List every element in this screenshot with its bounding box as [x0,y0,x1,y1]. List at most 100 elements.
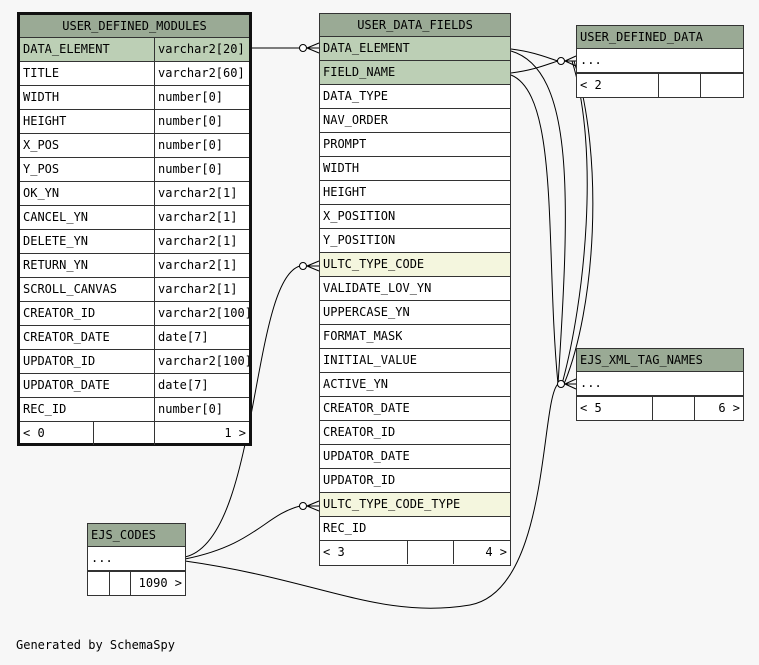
column-row[interactable]: REC_ID [320,517,510,540]
column-row[interactable]: DATA_ELEMENT [320,37,510,61]
table-title: USER_DEFINED_MODULES [20,15,249,38]
column-name: HEIGHT [23,114,67,128]
parents-count: < 2 [580,78,602,92]
column-row[interactable]: DATA_TYPE [320,85,510,109]
column-row[interactable]: UPDATOR_DATE [320,445,510,469]
column-name: X_POS [23,138,60,152]
column-row[interactable]: PROMPT [320,133,510,157]
column-row[interactable]: ULTC_TYPE_CODE [320,253,510,277]
column-row[interactable]: Y_POSITION [320,229,510,253]
edge-fields-to-xml-tags-2 [510,74,559,385]
column-name: HEIGHT [323,185,367,199]
column-name: UPDATOR_DATE [323,449,410,463]
column-name: Y_POS [23,162,60,176]
column-row[interactable]: RETURN_YN varchar2[1] [20,254,249,278]
column-row[interactable]: INITIAL_VALUE [320,349,510,373]
edge-defined-data-to-xml-tags-2 [563,60,594,385]
column-name: UPPERCASE_YN [323,305,410,319]
column-row[interactable]: FIELD_NAME [320,61,510,85]
column-type: number[0] [154,134,249,157]
column-name: FIELD_NAME [323,65,396,79]
column-name: VALIDATE_LOV_YN [323,281,432,295]
table-ejs-codes[interactable]: EJS_CODES ... 1090 > [87,523,186,596]
table-footer: < 2 [577,73,743,97]
column-row[interactable]: VALIDATE_LOV_YN [320,277,510,301]
column-row[interactable]: NAV_ORDER [320,109,510,133]
column-name: FORMAT_MASK [323,329,403,343]
column-row[interactable]: WIDTH [320,157,510,181]
marker-fields-ultc-type-code-type [299,500,320,512]
row-count [652,397,694,420]
table-title: USER_DATA_FIELDS [320,14,510,37]
column-row[interactable]: ACTIVE_YN [320,373,510,397]
edge-codes-to-ultc-type-code-type [184,505,301,560]
parents-count: < 3 [323,545,345,559]
column-name: ACTIVE_YN [323,377,389,391]
column-row[interactable]: HEIGHT [320,181,510,205]
column-name: CANCEL_YN [23,210,89,224]
ellipsis-text: ... [580,53,602,67]
table-ejs-xml-tag-names[interactable]: EJS_XML_TAG_NAMES ... < 5 6 > [576,348,744,421]
column-row[interactable]: CANCEL_YN varchar2[1] [20,206,249,230]
column-row[interactable]: CREATOR_DATE [320,397,510,421]
column-row[interactable]: CREATOR_ID [320,421,510,445]
row-count [407,541,453,564]
column-name: RETURN_YN [23,258,89,272]
children-count: 1090 > [130,572,185,595]
column-name: PROMPT [323,137,367,151]
column-name: REC_ID [23,402,67,416]
column-type: number[0] [154,158,249,181]
column-type: varchar2[1] [154,254,249,277]
column-name: DELETE_YN [23,234,89,248]
column-name: Y_POSITION [323,233,396,247]
marker-fields-ultc-type-code [299,260,320,272]
column-name: INITIAL_VALUE [323,353,417,367]
column-name: NAV_ORDER [323,113,389,127]
column-name: DATA_TYPE [323,89,389,103]
column-row[interactable]: UPDATOR_DATE date[7] [20,374,249,398]
table-user-data-fields[interactable]: USER_DATA_FIELDS DATA_ELEMENT FIELD_NAME D… [319,13,511,566]
column-row[interactable]: UPDATOR_ID [320,469,510,493]
column-row[interactable]: X_POS number[0] [20,134,249,158]
column-row[interactable]: ULTC_TYPE_CODE_TYPE [320,493,510,517]
column-row[interactable]: UPPERCASE_YN [320,301,510,325]
column-name: ULTC_TYPE_CODE [323,257,425,271]
column-name: OK_YN [23,186,60,200]
column-type: varchar2[1] [154,206,249,229]
column-type: varchar2[20] [154,38,249,61]
column-row[interactable]: Y_POS number[0] [20,158,249,182]
children-count: 1 > [154,422,249,445]
table-user-defined-data[interactable]: USER_DEFINED_DATA ... < 2 [576,25,744,98]
column-type: date[7] [154,374,249,397]
marker-defined-data [557,55,577,67]
column-name: WIDTH [323,161,360,175]
column-row[interactable]: X_POSITION [320,205,510,229]
children-count: 6 > [694,397,743,420]
column-type: varchar2[1] [154,278,249,301]
edge-codes-to-xml-tags [184,383,559,609]
column-name: CREATOR_DATE [23,330,110,344]
column-row[interactable]: FORMAT_MASK [320,325,510,349]
column-name: X_POSITION [323,209,396,223]
ellipsis-text: ... [91,551,113,565]
column-name: DATA_ELEMENT [323,41,410,55]
column-name: UPDATOR_DATE [23,378,110,392]
column-type: varchar2[100] [154,302,249,325]
parents-count: < 0 [23,426,45,440]
column-name: WIDTH [23,90,60,104]
table-body: ... [88,547,185,571]
